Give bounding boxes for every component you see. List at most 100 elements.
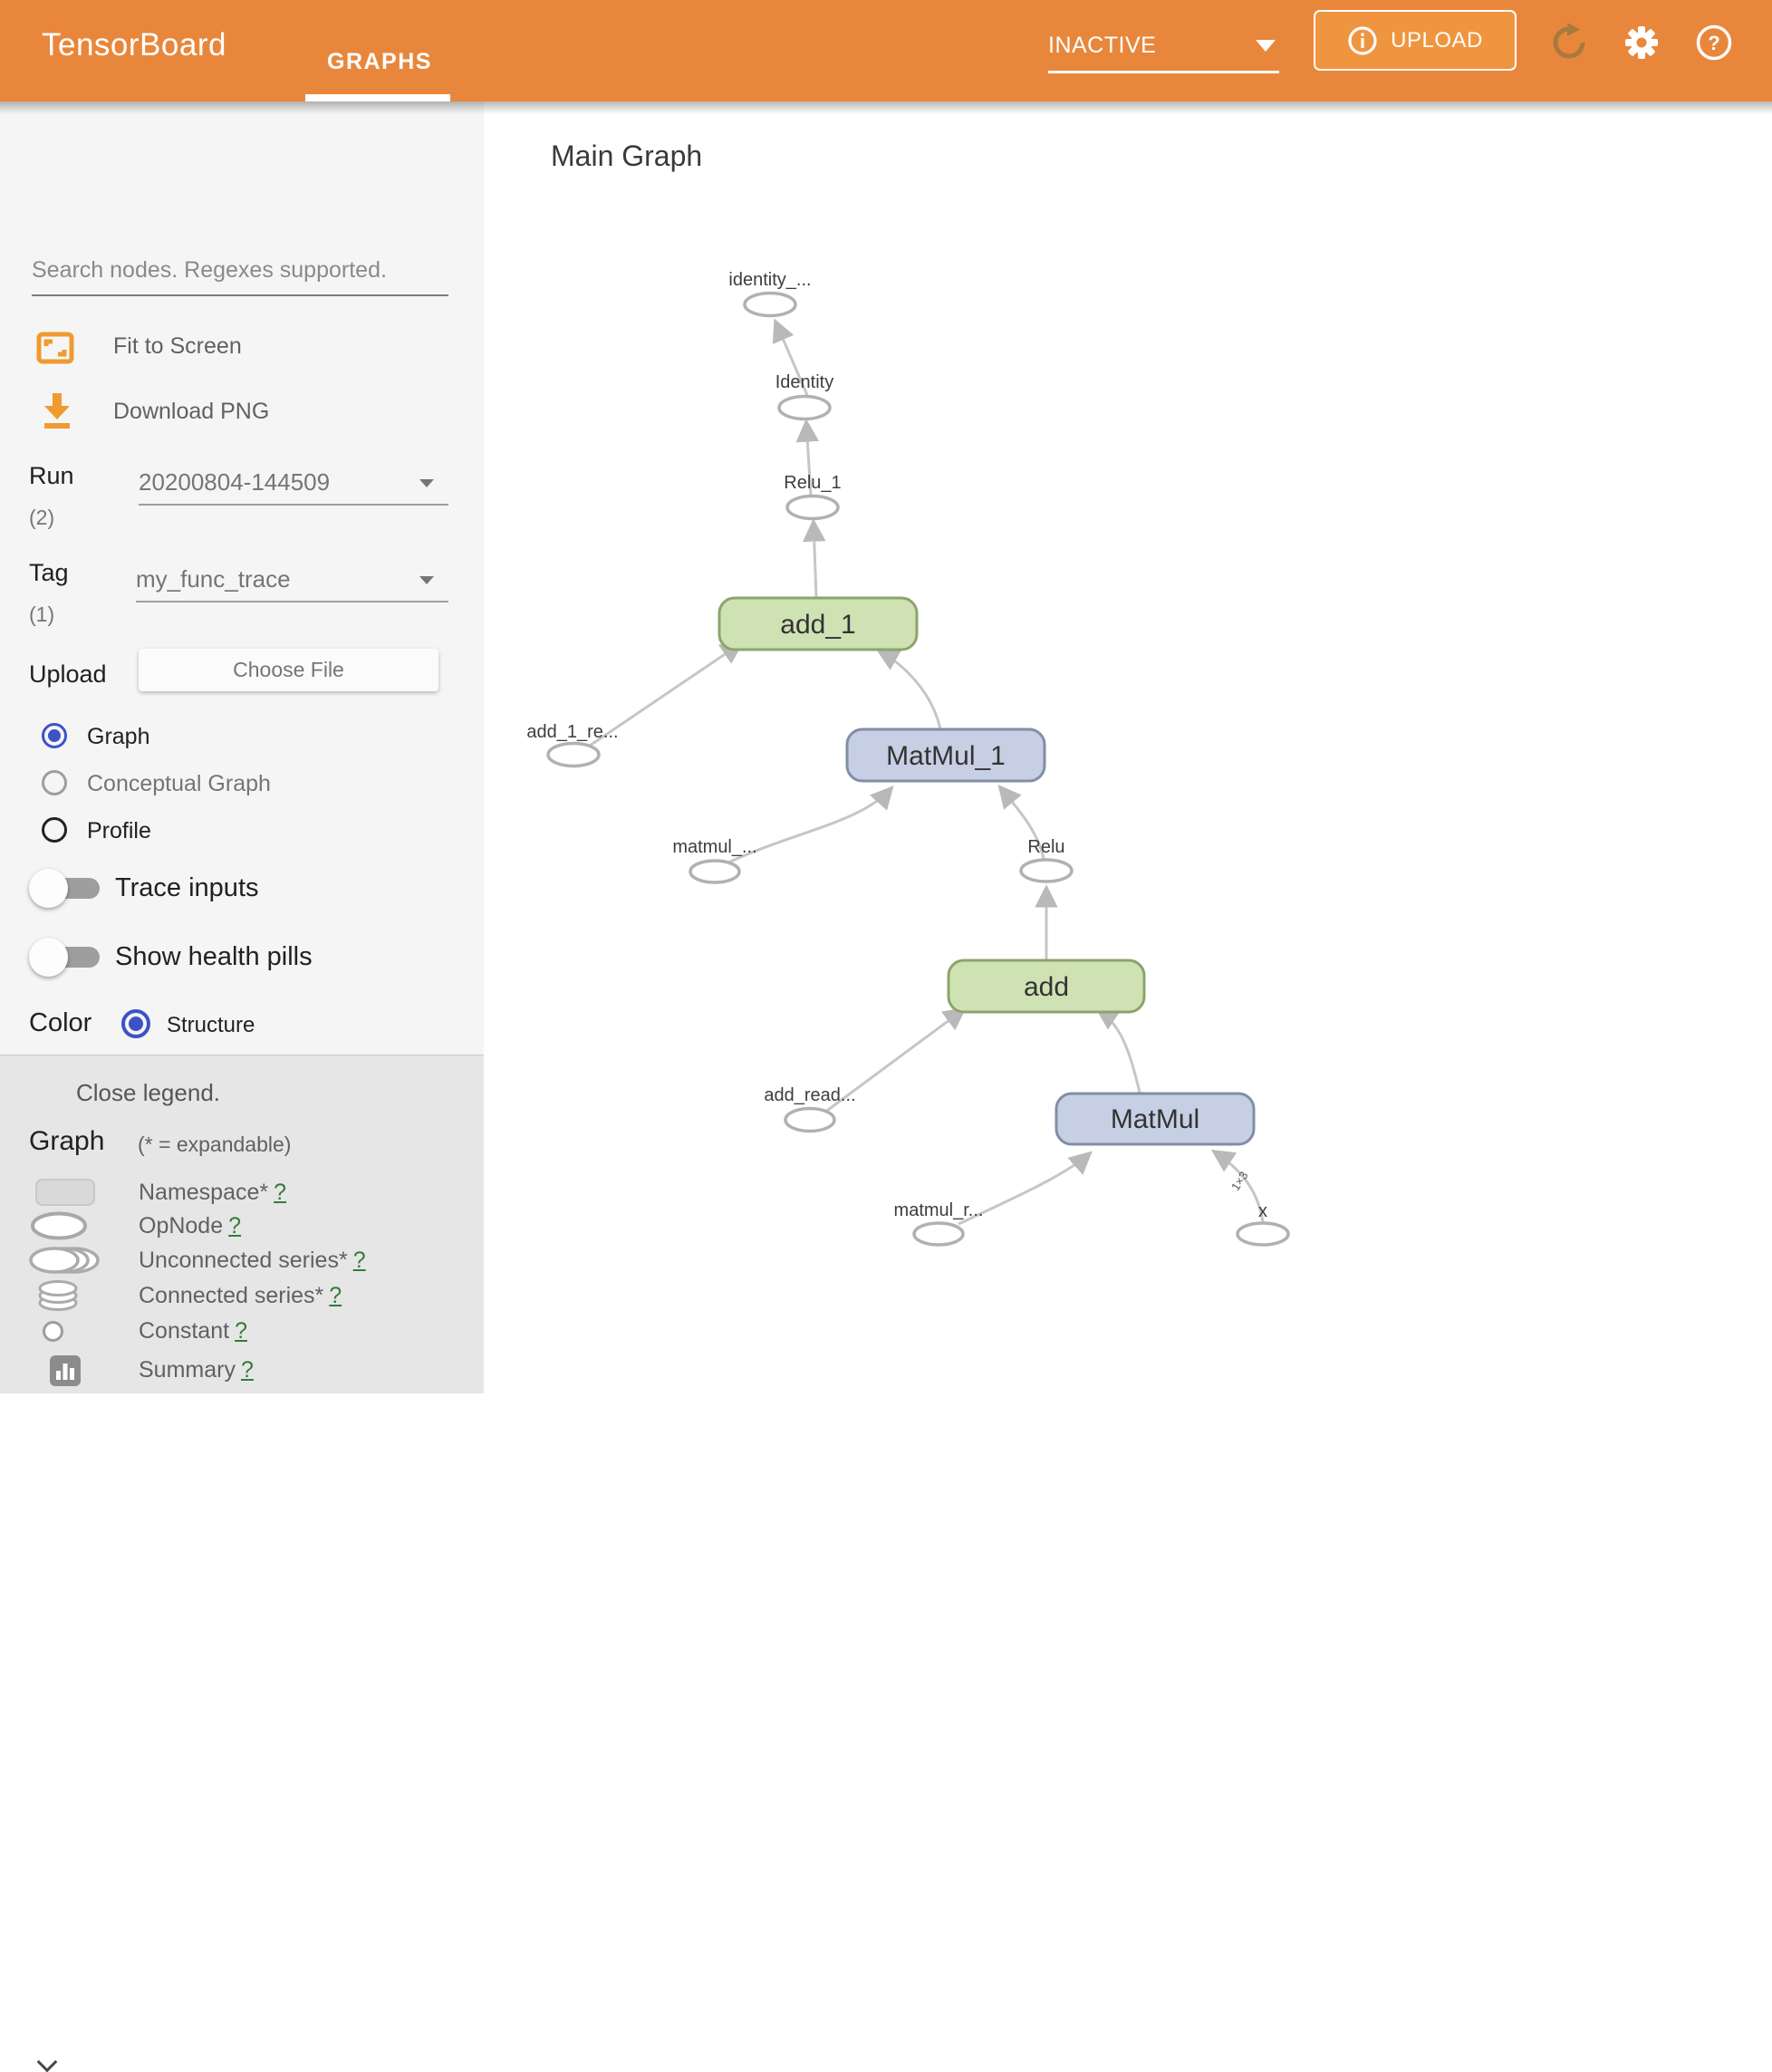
node-add-box[interactable] [947,959,1146,1014]
bar-chart-icon [56,1364,74,1380]
radio-conceptual-graph[interactable]: Conceptual Graph [0,770,362,806]
help-link[interactable]: ? [274,1180,287,1205]
legend-heading: Graph [29,1126,105,1156]
color-structure-radio[interactable] [121,1009,150,1038]
edge-relu1-to-identity [795,419,820,496]
search-input[interactable] [32,257,448,296]
node-matmul-box[interactable] [1055,1092,1256,1146]
sidebar: Fit to Screen Download PNG Run (2) 20200… [0,101,484,2072]
edge-identity-to-identity-out [772,318,809,396]
edge-add1-to-relu1 [803,518,826,598]
node-label: MatMul [1111,1104,1199,1134]
color-structure-label: Structure [167,1013,255,1037]
help-link[interactable]: ? [228,1213,242,1238]
connected-series-swatch [38,1280,78,1311]
namespace-swatch [35,1179,95,1206]
download-png-button[interactable]: Download PNG [0,386,484,437]
legend-item-label: Namespace* [139,1180,269,1205]
node-label: Relu_1 [784,473,841,493]
legend-item-opnode: OpNode? [139,1213,241,1239]
show-health-pills-label: Show health pills [115,942,313,971]
summary-swatch [50,1355,81,1386]
legend-item-connected-series: Connected series*? [139,1283,342,1309]
node-label: matmul_... [672,837,756,857]
graph-canvas: Main Graph 1×3 [484,101,1772,1292]
fit-to-screen-label: Fit to Screen [113,333,242,359]
run-select[interactable]: 20200804-144509 [139,468,448,506]
trace-inputs-toggle[interactable]: Trace inputs [0,868,399,911]
upload-button-label: UPLOAD [1391,27,1483,53]
legend-item-constant: Constant? [139,1318,247,1344]
tag-select-underline [136,601,448,602]
node-add-read[interactable] [784,1106,836,1133]
node-label: add_read... [764,1085,855,1105]
edge-matmulr-to-matmul [958,1151,1093,1226]
upload-button[interactable]: UPLOAD [1314,10,1517,71]
node-label: add_1 [780,610,855,640]
legend-expandable-note: (* = expandable) [138,1132,292,1156]
chevron-down-icon [419,479,434,487]
computation-graph[interactable]: 1×3 identity_... Identity Relu_1 add_1_r… [484,101,1772,1292]
refresh-button[interactable] [1547,21,1591,64]
app-header: TensorBoard GRAPHS INACTIVE UPLOAD [0,0,1772,101]
node-matmul-read[interactable] [689,859,741,884]
chevron-down-icon [1256,40,1276,52]
radio-graph[interactable]: Graph [0,723,362,759]
legend-item-label: OpNode [139,1213,224,1238]
legend-item-summary: Summary? [139,1357,254,1383]
radio-graph-label: Graph [87,724,150,749]
node-identity-out[interactable] [743,291,797,318]
help-button[interactable]: ? [1692,21,1736,64]
node-label: MatMul_1 [886,741,1006,771]
node-identity[interactable] [777,394,832,421]
app-title: TensorBoard [42,27,226,63]
constant-swatch [43,1321,63,1342]
radio-profile[interactable]: Profile [0,817,362,853]
help-link[interactable]: ? [329,1283,342,1308]
status-dropdown[interactable]: INACTIVE [1048,33,1279,73]
choose-file-button[interactable]: Choose File [139,649,438,691]
node-add-1-re[interactable] [546,741,601,768]
page-title: Main Graph [551,140,703,172]
settings-button[interactable] [1620,21,1663,64]
node-matmul-r[interactable] [912,1221,965,1247]
edge-matmul1-to-add1 [875,649,942,730]
edge-add1re-to-add1 [589,641,745,747]
node-relu-1[interactable] [785,494,840,521]
chevron-down-icon [36,2051,58,2072]
radio-unselected-icon [42,817,67,843]
edge-shape-label: 1×3 [1228,1169,1251,1193]
opnode-swatch [31,1211,87,1240]
status-dropdown-value: INACTIVE [1048,33,1157,58]
edge-relu-to-matmul1 [997,785,1045,860]
tag-select[interactable]: my_func_trace [136,565,448,602]
help-link[interactable]: ? [352,1248,366,1273]
trace-inputs-label: Trace inputs [115,873,259,902]
node-label: Identity [775,372,833,392]
toggle-thumb [29,869,68,908]
download-png-label: Download PNG [113,399,270,424]
show-health-pills-toggle[interactable]: Show health pills [0,937,399,980]
node-add-1-box[interactable] [717,596,919,651]
node-label: Relu [1027,837,1064,857]
tag-select-value: my_func_trace [136,565,291,593]
edge-addread-to-add [823,1007,968,1114]
info-icon [1348,25,1377,55]
fit-to-screen-button[interactable]: Fit to Screen [0,323,484,373]
tab-graphs[interactable]: GRAPHS [327,49,432,74]
node-label: matmul_r... [894,1200,984,1220]
node-x[interactable] [1236,1221,1290,1247]
help-link[interactable]: ? [240,1357,254,1383]
status-dropdown-underline [1048,71,1279,73]
tag-count: (1) [29,602,55,626]
help-link[interactable]: ? [235,1318,247,1344]
run-select-value: 20200804-144509 [139,468,331,496]
edge-matmul-to-add [1094,1007,1141,1094]
color-label: Color [29,1008,92,1037]
node-matmul-1-box[interactable] [845,728,1046,783]
run-label: Run [29,462,74,489]
radio-conceptual-graph-label: Conceptual Graph [87,771,271,796]
refresh-icon [1553,23,1585,59]
fit-to-screen-icon [36,332,74,364]
node-relu[interactable] [1019,858,1074,883]
